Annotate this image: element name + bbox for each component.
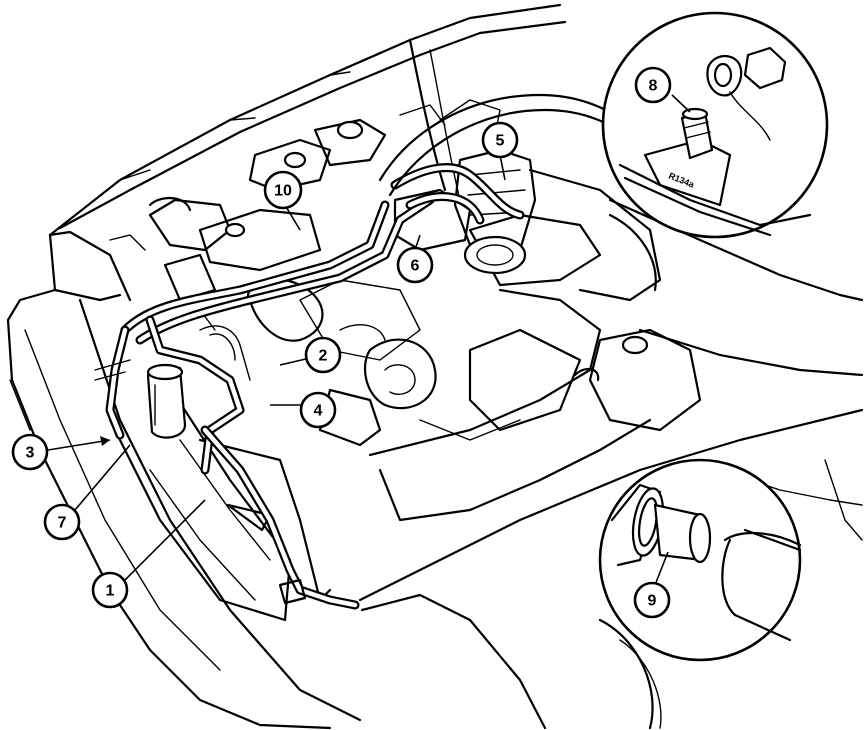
callout-3: 3 xyxy=(11,433,49,471)
callout-8: 8 xyxy=(634,66,672,104)
detail-view-service-port: R134a xyxy=(601,11,829,239)
raised-hood xyxy=(48,3,567,237)
callout-4-label: 4 xyxy=(314,403,323,420)
callout-1: 1 xyxy=(91,571,129,609)
callout-3-label: 3 xyxy=(26,445,35,462)
callout-4: 4 xyxy=(299,391,337,429)
callout-2-label: 2 xyxy=(319,348,328,365)
refrigerant-lines xyxy=(94,163,525,610)
compressor xyxy=(453,148,537,275)
callout-6-label: 6 xyxy=(411,258,420,275)
right-fender xyxy=(358,198,864,730)
front-body-panel xyxy=(6,230,362,730)
callout-6: 6 xyxy=(396,246,434,284)
callout-8-label: 8 xyxy=(649,78,658,95)
receiver-drier xyxy=(146,363,187,439)
callout-10: 10 xyxy=(263,170,303,210)
callout-9-label: 9 xyxy=(648,593,657,610)
callout-7-label: 7 xyxy=(58,515,67,532)
callout-10-label: 10 xyxy=(274,183,292,200)
callout-5-label: 5 xyxy=(496,133,505,150)
detail-view-fitting xyxy=(598,458,802,662)
callout-5: 5 xyxy=(481,121,519,159)
callout-1-label: 1 xyxy=(106,583,115,600)
callout-7: 7 xyxy=(43,503,81,541)
callout-9: 9 xyxy=(633,581,671,619)
callout-2: 2 xyxy=(304,336,342,374)
leader-lines xyxy=(47,94,691,586)
